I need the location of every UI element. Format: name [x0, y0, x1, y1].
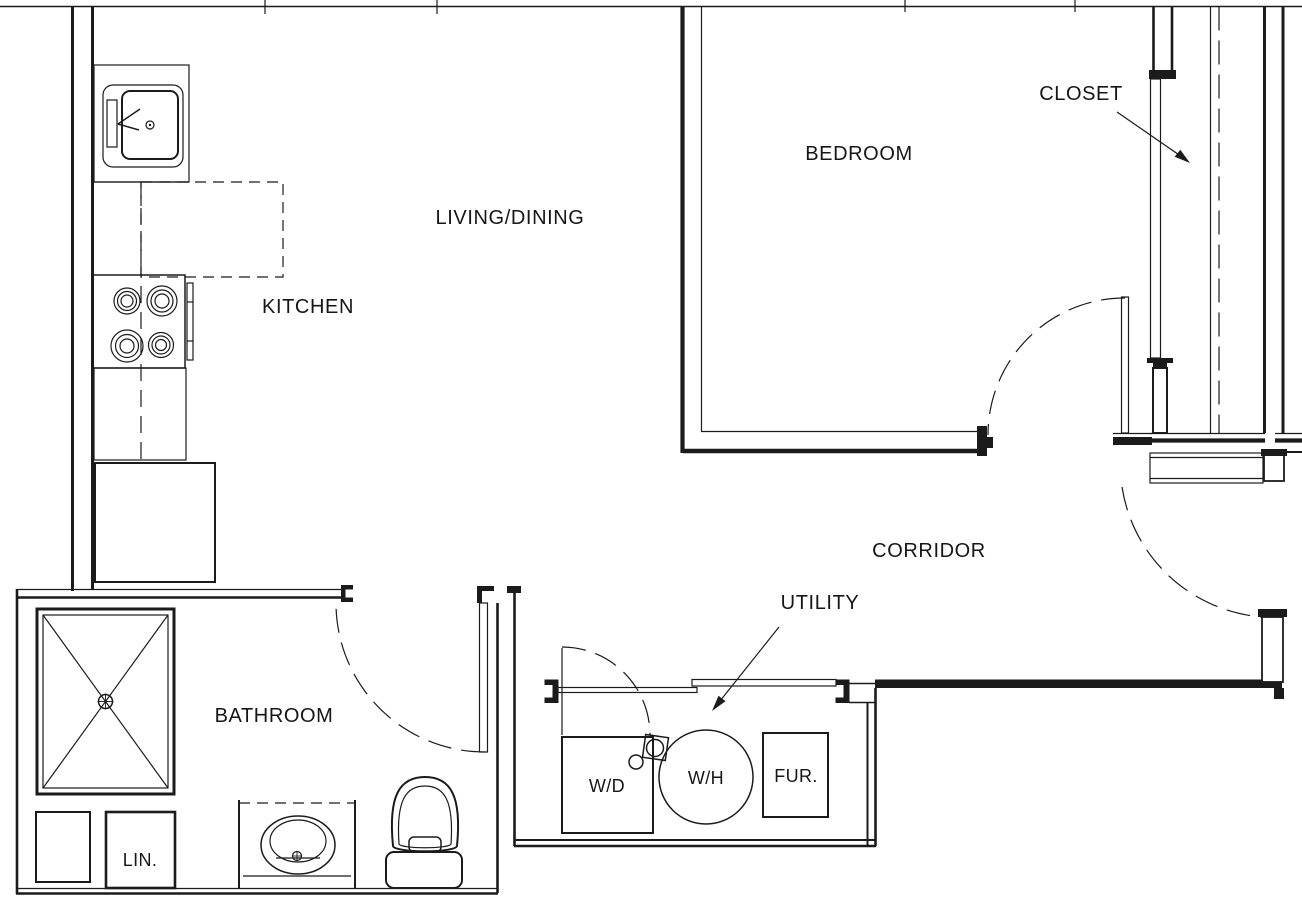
bathroom-north-wall: [16, 585, 353, 602]
room-labels: LIVING/DINING KITCHEN BEDROOM CLOSET COR…: [123, 83, 1123, 870]
door-jamb: [544, 679, 559, 703]
bedroom-walls: [680, 6, 993, 456]
fixture-label-washer-dryer: W/D: [589, 776, 625, 796]
utility-callout-arrow: [712, 626, 780, 711]
burner-icon: [147, 331, 175, 359]
washer-dryer: [561, 736, 654, 834]
kitchen-counter: [93, 64, 190, 183]
top-border-wall: [0, 0, 1302, 14]
burner-icon: [146, 285, 178, 317]
closet-sliding-door: [1149, 78, 1162, 359]
fixture-label-furnace: FUR.: [774, 766, 818, 786]
door-jamb: [977, 426, 987, 456]
laundry-valve-box-icon: [628, 733, 670, 770]
kitchen-area: [92, 64, 284, 583]
refrigerator: [94, 462, 216, 583]
vanity-sink: [238, 800, 356, 888]
sliding-panel: [691, 678, 837, 687]
burner-icon: [110, 329, 144, 363]
bedroom-closet: [1147, 6, 1302, 443]
arrowhead-icon: [712, 695, 726, 711]
room-label-utility: UTILITY: [781, 592, 860, 614]
door-leaf: [1120, 296, 1130, 434]
kitchen-sink: [102, 84, 184, 168]
corridor-south-wall: [875, 679, 1284, 699]
bathroom-door: [335, 586, 494, 753]
furnace: [762, 732, 829, 818]
bathroom-east-wall: [496, 586, 521, 893]
stove: [92, 274, 194, 369]
door-jamb: [1147, 358, 1173, 363]
door-stub-wall: [1261, 616, 1284, 683]
room-label-living-dining: LIVING/DINING: [436, 207, 585, 229]
bedroom-door: [987, 296, 1152, 445]
dashed-appliance-outline: [140, 181, 284, 278]
oven-handle-icon: [186, 282, 194, 361]
room-label-corridor: CORRIDOR: [872, 540, 986, 562]
arrowhead-icon: [1174, 149, 1190, 163]
door-swing-arc: [1121, 486, 1263, 618]
door-jamb: [477, 586, 494, 591]
bathroom-area: [35, 586, 494, 890]
shower: [35, 607, 176, 796]
closet-callout-arrow: [1116, 111, 1190, 163]
storage-box: [35, 811, 91, 883]
door-jamb: [1113, 437, 1152, 445]
closet-shelf: [1149, 452, 1264, 484]
fixture-label-linen: LIN.: [123, 850, 158, 870]
room-label-bathroom: BATHROOM: [215, 705, 334, 727]
wall-cap: [1149, 70, 1176, 79]
linen-closet: [104, 810, 177, 890]
wall-stub: [1152, 367, 1168, 434]
bathroom-south-wall: [16, 887, 498, 895]
door-track: [557, 686, 698, 694]
door-leaf: [478, 602, 489, 753]
door-swing-arc: [335, 602, 486, 753]
burner-icon: [113, 287, 141, 315]
faucet-icon: [106, 99, 118, 148]
door-swing-arc: [987, 297, 1126, 436]
west-wall: [15, 6, 94, 894]
sink-drain-icon: [145, 120, 155, 130]
door-jamb: [1258, 609, 1287, 617]
room-label-bedroom: BEDROOM: [805, 143, 913, 165]
wall-cap: [507, 586, 521, 593]
door-jamb: [835, 679, 850, 703]
toilet: [385, 775, 463, 889]
kitchen-counter-lower: [93, 367, 187, 461]
door-swing-arc: [561, 646, 651, 736]
water-heater: [658, 729, 754, 825]
utility-closet-door: [561, 646, 651, 736]
room-label-closet: CLOSET: [1039, 83, 1123, 105]
utility-area: [514, 646, 877, 848]
utility-sliding-door: [544, 678, 876, 704]
wall-stub: [1263, 454, 1285, 482]
corridor-closet: [1121, 449, 1302, 683]
wall-cap: [1261, 449, 1287, 456]
fixture-label-water-heater: W/H: [688, 768, 724, 788]
room-label-kitchen: KITCHEN: [262, 296, 354, 318]
door-jamb: [341, 585, 346, 602]
